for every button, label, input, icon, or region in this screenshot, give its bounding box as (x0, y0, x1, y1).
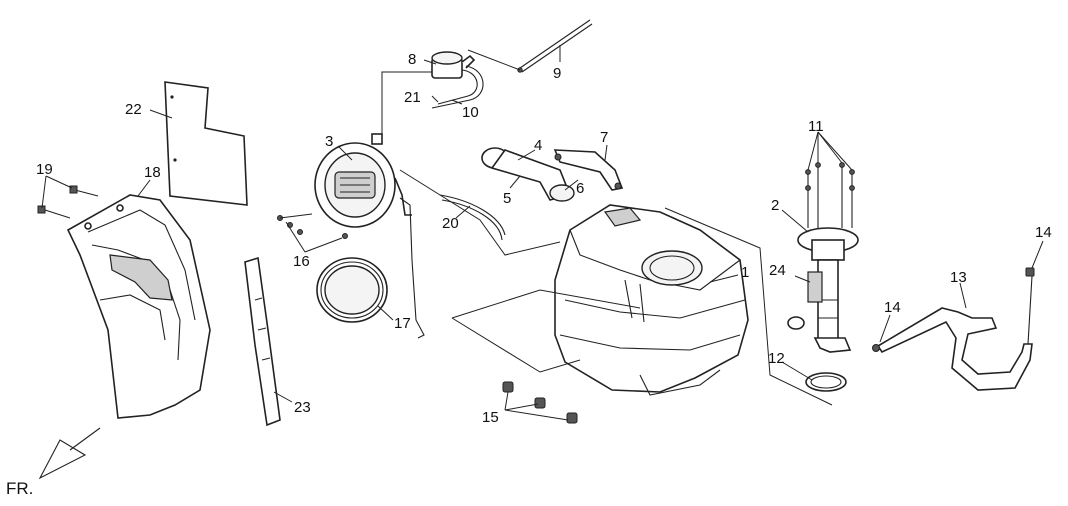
callout-7: 7 (600, 129, 608, 146)
guide-box-left (451, 289, 641, 319)
callout-leaders (41, 45, 1044, 421)
part-fuel-line (872, 307, 1033, 391)
callout-11: 11 (808, 118, 824, 135)
callout-23: 23 (294, 399, 311, 416)
callout-15: 15 (482, 409, 499, 426)
callout-1: 1 (741, 264, 749, 281)
callout-14-right: 14 (1035, 224, 1052, 241)
callout-13: 13 (950, 269, 967, 286)
part-tank-bolts-15 (502, 381, 578, 424)
guide-box-right (664, 207, 833, 406)
front-direction-label: FR. (6, 479, 33, 498)
leader-8-to-3 (381, 71, 432, 140)
part-pump-screws-11 (805, 162, 855, 228)
callout-21: 21 (404, 89, 421, 106)
leader-9-link (467, 49, 521, 71)
callout-6: 6 (576, 180, 584, 197)
callout-10: 10 (462, 104, 479, 121)
part-bolt-19a (69, 185, 99, 197)
callout-14-left: 14 (884, 299, 901, 316)
part-gasket-strip (244, 256, 281, 427)
callout-5: 5 (503, 190, 511, 207)
callout-22: 22 (125, 101, 142, 118)
part-bolt-19b (37, 205, 71, 219)
callout-9: 9 (553, 65, 561, 82)
part-o-ring (805, 372, 847, 392)
part-seal-ring (316, 257, 388, 323)
callout-4: 4 (534, 137, 542, 154)
guide-hose-line (399, 169, 561, 256)
part-breather-hose-21 (431, 65, 484, 109)
part-screws-16 (277, 213, 348, 239)
callout-17: 17 (394, 315, 411, 332)
part-heat-shield-plate (164, 81, 248, 206)
callout-24: 24 (769, 262, 786, 279)
callout-19: 19 (36, 161, 53, 178)
callout-8: 8 (408, 51, 416, 68)
part-vent-tube-9 (517, 19, 593, 73)
callout-3: 3 (325, 133, 333, 150)
part-vent-valve (431, 51, 476, 79)
callout-labels: 1 2 3 4 5 6 7 8 9 10 11 12 13 14 14 15 1… (6, 51, 1052, 498)
part-breather-hose-10 (437, 69, 478, 105)
callout-12: 12 (768, 350, 785, 367)
callout-2: 2 (771, 197, 779, 214)
part-hose-clamp-14b (1025, 267, 1035, 345)
part-fuel-cap-flange (314, 133, 412, 228)
part-hose-20 (439, 194, 506, 236)
part-fuel-tank (554, 204, 749, 396)
front-direction-arrow (38, 427, 101, 480)
guide-box-left-lower (451, 317, 581, 373)
part-fuel-pump (787, 227, 859, 353)
part-side-cover (66, 194, 211, 419)
callout-18: 18 (144, 164, 161, 181)
part-clamp-hose-7 (553, 149, 624, 191)
part-filler-neck (481, 147, 575, 202)
callout-16: 16 (293, 253, 310, 270)
part-vent-hose (399, 197, 425, 339)
callout-20: 20 (442, 215, 459, 232)
